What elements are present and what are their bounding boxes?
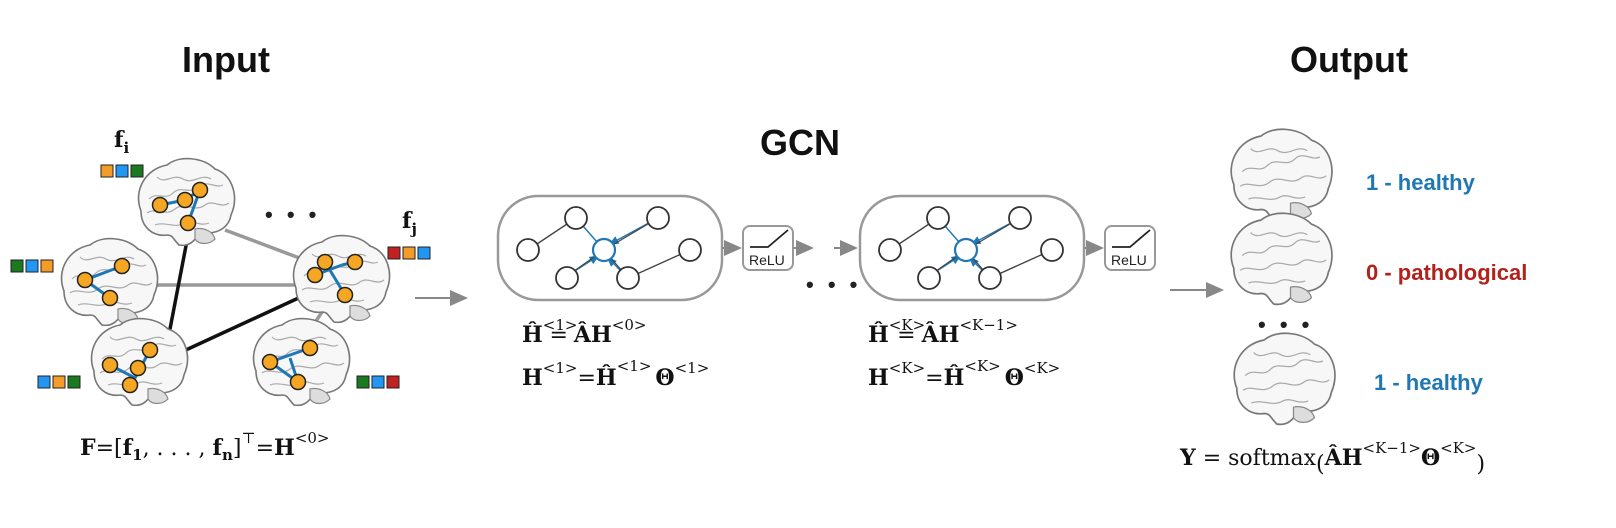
gcn-layer-k: [858, 194, 1086, 302]
relu-block-k: ReLU: [1104, 225, 1156, 271]
gcn-heading: GCN: [760, 122, 840, 163]
gcn-layer-1: [496, 194, 724, 302]
input-heading: Input: [182, 39, 270, 80]
gcn-ellipsis: • • •: [806, 272, 861, 297]
output-heading: Output: [1290, 39, 1408, 80]
brain-node: [60, 237, 159, 327]
layer1-formula-2: H<1>=Ĥ<1>Θ<1>: [522, 357, 709, 391]
population-graph: fi fj • • •: [10, 127, 431, 407]
output-formula: Y = softmax(ÂH<K−1>Θ<K>): [1179, 439, 1485, 477]
output-brain-2: [1230, 212, 1333, 306]
output-brain-1: [1230, 128, 1333, 222]
brain-subgraph: [101, 341, 159, 394]
brain-subgraph: [261, 339, 319, 391]
brain-subgraph: [306, 253, 364, 304]
node-label-j: fj: [402, 208, 417, 238]
output-brain-3: [1233, 332, 1336, 426]
input-formula: F=[f1, . . . , fn]⊤=H<0>: [80, 429, 330, 464]
relu-label: ReLU: [1111, 252, 1147, 268]
feature-squares-left: [10, 259, 54, 273]
feature-squares-bottom-right: [356, 375, 400, 389]
relu-label: ReLU: [749, 252, 785, 268]
layer1-formula-1: Ĥ<1>=ÂH<0>: [522, 316, 646, 348]
output-label-2: 0 - pathological: [1366, 260, 1527, 285]
output-label-3: 1 - healthy: [1374, 370, 1484, 395]
feature-squares-i: [100, 164, 144, 178]
input-ellipsis: • • •: [265, 202, 320, 227]
brain-subgraph: [151, 181, 209, 232]
output-label-1: 1 - healthy: [1366, 170, 1476, 195]
feature-squares-j: [387, 246, 431, 260]
relu-block-1: ReLU: [742, 225, 794, 271]
layerk-formula-1: Ĥ<K>=ÂH<K−1>: [868, 316, 1018, 348]
output-ellipsis: • • •: [1258, 312, 1313, 337]
node-label-i: fi: [114, 127, 129, 157]
feature-squares-bottom-left: [37, 375, 81, 389]
layerk-formula-2: H<K>=Ĥ<K>Θ<K>: [868, 357, 1060, 391]
brain-subgraph: [76, 257, 131, 307]
